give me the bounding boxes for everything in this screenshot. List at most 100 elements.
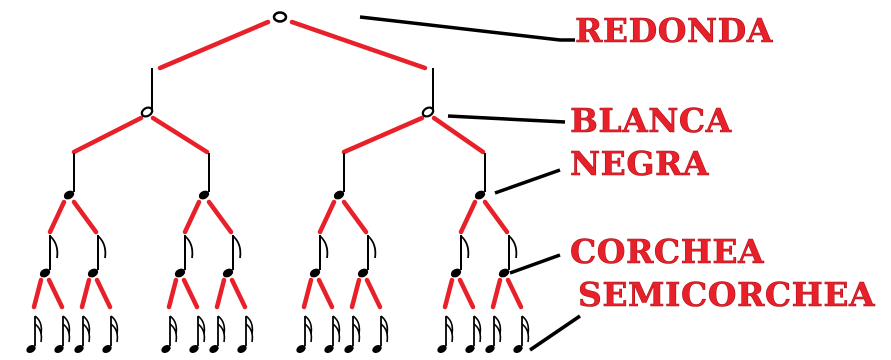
corchea-notehead xyxy=(309,268,321,278)
branch-corchea-left xyxy=(79,277,92,310)
corchea-flag xyxy=(508,235,518,259)
semicorchea-note-icon xyxy=(54,315,71,353)
semicorchea-note-icon xyxy=(102,315,119,353)
branch-redonda-left xyxy=(157,19,271,71)
branch-corchea-right xyxy=(505,277,524,310)
corchea-flag xyxy=(460,235,470,259)
branch-corchea-left xyxy=(166,277,179,310)
semicorchea-notehead xyxy=(102,345,112,353)
corchea-notehead xyxy=(39,268,51,278)
corchea-notehead xyxy=(498,268,510,278)
label-redonda: REDONDA xyxy=(575,11,773,50)
label-semicorchea: SEMICORCHEA xyxy=(578,275,875,314)
branch-corchea-left xyxy=(214,277,227,310)
semicorchea-flag-lower xyxy=(217,323,226,343)
branch-negra-right xyxy=(206,199,234,235)
semicorchea-flag-lower xyxy=(304,323,313,343)
semicorchea-note-icon xyxy=(324,315,341,353)
redonda-note-icon xyxy=(272,11,288,23)
branch-corchea-right xyxy=(46,277,65,310)
semicorchea-pointer xyxy=(529,314,581,352)
blanca-note-icon xyxy=(140,68,154,118)
branch-negra-left xyxy=(317,199,337,235)
corchea-note-icon xyxy=(357,235,377,278)
corchea-notehead xyxy=(174,268,186,278)
branch-corchea-right xyxy=(364,277,383,310)
corchea-notehead xyxy=(450,268,462,278)
semicorchea-flag-lower xyxy=(34,323,43,343)
branch-negra-left xyxy=(182,199,202,235)
branch-corchea-right xyxy=(316,277,335,310)
semicorchea-notehead xyxy=(26,345,36,353)
branch-corchea-right xyxy=(181,277,200,310)
negra-pointer xyxy=(494,168,561,195)
semicorchea-note-icon xyxy=(189,315,206,353)
semicorchea-flag-lower xyxy=(82,323,91,343)
label-negra: NEGRA xyxy=(570,144,709,183)
semicorchea-notehead xyxy=(237,345,247,353)
branch-blanca-left xyxy=(341,115,425,155)
semicorchea-flag-lower xyxy=(493,323,502,343)
semicorchea-flag-lower xyxy=(110,323,119,343)
branch-blanca-left xyxy=(71,115,144,155)
semicorchea-note-icon xyxy=(209,315,226,353)
negra-notehead xyxy=(63,190,75,200)
corchea-flag xyxy=(49,235,59,259)
branch-corchea-left xyxy=(349,277,362,310)
semicorchea-flag-lower xyxy=(445,323,454,343)
corchea-note-icon xyxy=(87,235,107,278)
branch-blanca-right xyxy=(150,115,210,155)
corchea-flag xyxy=(319,235,329,259)
corchea-notehead xyxy=(222,268,234,278)
label-corchea: CORCHEA xyxy=(570,232,764,271)
label-blanca: BLANCA xyxy=(570,101,732,140)
branch-corchea-left xyxy=(490,277,503,310)
redonda-pointer xyxy=(359,15,575,42)
semicorchea-flag-lower xyxy=(245,323,254,343)
semicorchea-notehead xyxy=(513,345,523,353)
branch-negra-left xyxy=(458,199,478,235)
blanca-note-icon xyxy=(421,68,435,118)
semicorchea-notehead xyxy=(324,345,334,353)
pointer-lines xyxy=(359,15,581,352)
corchea-flag xyxy=(97,235,107,259)
branch-negra-left xyxy=(47,199,67,235)
semicorchea-flag-lower xyxy=(380,323,389,343)
semicorchea-notehead xyxy=(209,345,219,353)
corchea-pointer xyxy=(509,253,561,275)
branch-negra-right xyxy=(71,199,99,235)
corchea-note-icon xyxy=(174,235,194,278)
semicorchea-flag-lower xyxy=(169,323,178,343)
semicorchea-flag-lower xyxy=(332,323,341,343)
branch-corchea-left xyxy=(31,277,44,310)
semicorchea-note-icon xyxy=(372,315,389,353)
negra-note-icon xyxy=(198,153,210,200)
blanca-notehead xyxy=(140,106,154,118)
semicorchea-note-icon xyxy=(437,315,454,353)
semicorchea-flag-lower xyxy=(197,323,206,343)
corchea-note-icon xyxy=(498,235,518,278)
semicorchea-notehead xyxy=(189,345,199,353)
negra-note-icon xyxy=(333,153,345,200)
blanca-notehead xyxy=(421,106,435,118)
semicorchea-flag-lower xyxy=(352,323,361,343)
semicorchea-note-icon xyxy=(74,315,91,353)
semicorchea-notehead xyxy=(344,345,354,353)
corchea-note-icon xyxy=(450,235,470,278)
negra-notehead xyxy=(474,190,486,200)
corchea-note-icon xyxy=(309,235,329,278)
semicorchea-note-icon xyxy=(485,315,502,353)
semicorchea-notehead xyxy=(465,345,475,353)
branch-negra-right xyxy=(341,199,369,235)
semicorchea-notehead xyxy=(74,345,84,353)
semicorchea-flag-lower xyxy=(521,323,530,343)
semicorchea-note-icon xyxy=(296,315,313,353)
branch-blanca-right xyxy=(431,115,486,155)
semicorchea-flag-lower xyxy=(473,323,482,343)
branch-corchea-right xyxy=(229,277,248,310)
corchea-notehead xyxy=(87,268,99,278)
branch-corchea-left xyxy=(301,277,314,310)
semicorchea-note-icon xyxy=(26,315,43,353)
branch-redonda-right xyxy=(289,19,428,71)
